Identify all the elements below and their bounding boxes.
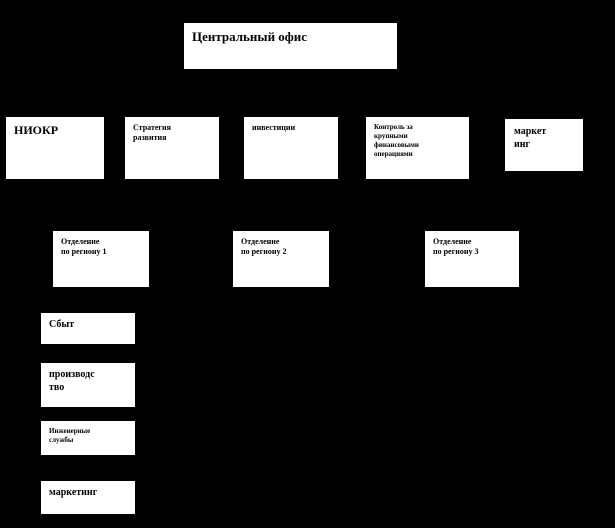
node-branch-region-3[interactable]: Отделение по региону 3: [424, 230, 520, 288]
node-engineering-services[interactable]: Инженерные службы: [40, 420, 136, 456]
node-branch-region-2[interactable]: Отделение по региону 2: [232, 230, 330, 288]
node-label: Контроль за крупными финансовыми операци…: [374, 123, 419, 158]
node-label: Отделение по региону 2: [241, 237, 287, 257]
node-marketing[interactable]: маркетинг: [40, 480, 136, 515]
node-production[interactable]: производс тво: [40, 362, 136, 408]
node-label: Отделение по региону 1: [61, 237, 107, 257]
node-sales[interactable]: Сбыт: [40, 312, 136, 345]
node-branch-region-1[interactable]: Отделение по региону 1: [52, 230, 150, 288]
node-label: маркетинг: [49, 487, 98, 498]
node-label: Сбыт: [49, 319, 75, 330]
node-label: производс тво: [49, 369, 95, 393]
node-large-financial-operations-control[interactable]: Контроль за крупными финансовыми операци…: [365, 116, 470, 180]
node-label: инвестиции: [252, 123, 296, 132]
node-central-office[interactable]: Центральный офис: [183, 22, 398, 70]
node-label: маркет инг: [514, 126, 547, 150]
node-niokr[interactable]: НИОКР: [5, 116, 105, 180]
node-investments[interactable]: инвестиции: [243, 116, 339, 180]
node-label: Отделение по региону 3: [433, 237, 479, 257]
node-strategy-development[interactable]: Стратегия развития: [124, 116, 220, 180]
node-marketing-dashed[interactable]: маркет инг: [505, 119, 583, 171]
node-label: НИОКР: [14, 123, 59, 137]
node-label: Стратегия развития: [133, 123, 171, 143]
node-label: Инженерные службы: [49, 427, 91, 444]
node-label: Центральный офис: [192, 29, 308, 44]
